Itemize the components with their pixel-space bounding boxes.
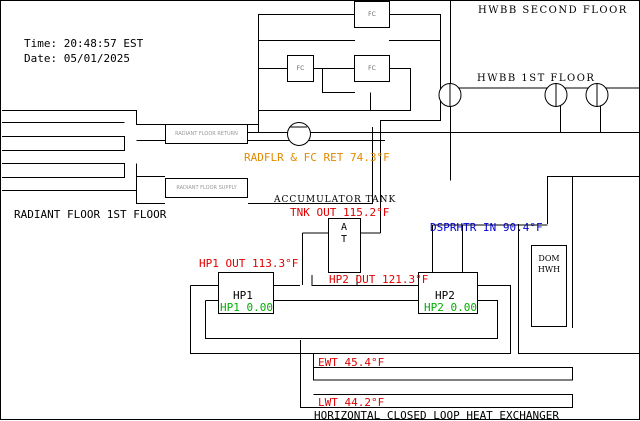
radflr-return-temp: RADFLR & FC RET 74.3°F — [244, 151, 390, 164]
desuperheater-in-temp: DSPRHTR IN 90.4°F — [430, 221, 543, 234]
hp1-status: HP1 0.00 — [220, 301, 273, 314]
domestic-hot-water-heater[interactable]: DOM HWH — [531, 245, 567, 327]
hp1-out-temp: HP1 OUT 113.3°F — [199, 257, 299, 270]
fan-coil-label: FC — [368, 11, 376, 18]
lwt-temp: LWT 44.2°F — [318, 396, 385, 409]
accumulator-tank[interactable]: A T — [328, 218, 361, 273]
dhw-line1: DOM — [538, 254, 560, 263]
fan-coil-unit-2[interactable]: FC — [287, 55, 314, 82]
ewt-temp: EWT 45.4°F — [318, 356, 385, 369]
fan-coil-label: FC — [296, 65, 305, 72]
ground-loop-label: HORIZONTAL CLOSED LOOP HEAT EXCHANGER — [314, 409, 560, 421]
dhw-line2: HWH — [537, 265, 561, 274]
pump-icon[interactable] — [286, 121, 312, 147]
fan-coil-label: FC — [368, 65, 376, 72]
tank-letter-t: T — [341, 234, 348, 245]
tank-out-temp: TNK OUT 115.2°F — [290, 206, 390, 219]
fan-coil-unit-3[interactable]: FC — [354, 55, 390, 82]
radiant-return-label: RADIANT FLOOR RETURN — [175, 131, 238, 137]
heat-pump-1[interactable]: HP1 — [218, 272, 274, 314]
radiant-supply-label: RADIANT FLOOR SUPPLY — [176, 185, 237, 191]
baseboard-heater-icon[interactable] — [437, 82, 463, 108]
hp1-name: HP1 — [233, 289, 253, 302]
fan-coil-unit-1[interactable]: FC — [354, 1, 390, 28]
date-readout: Date: 05/01/2025 — [24, 52, 130, 65]
hp2-status: HP2 0.00 — [424, 301, 477, 314]
heat-pump-2[interactable]: HP2 — [418, 272, 478, 314]
first-floor-label: HWBB 1ST FLOOR — [477, 73, 596, 84]
accumulator-tank-title: ACCUMULATOR TANK — [274, 195, 397, 205]
baseboard-heater-icon[interactable] — [584, 82, 610, 108]
tank-letter-a: A — [341, 222, 348, 233]
hp2-name: HP2 — [435, 289, 455, 302]
radiant-floor-supply-box[interactable]: RADIANT FLOOR SUPPLY — [165, 178, 248, 198]
time-readout: Time: 20:48:57 EST — [24, 37, 144, 50]
radiant-floor-return-box[interactable]: RADIANT FLOOR RETURN — [165, 124, 248, 144]
second-floor-label: HWBB SECOND FLOOR — [478, 5, 628, 16]
radiant-floor-label: RADIANT FLOOR 1ST FLOOR — [14, 208, 167, 221]
baseboard-heater-icon[interactable] — [543, 82, 569, 108]
hp2-out-temp: HP2 OUT 121.3°F — [329, 273, 429, 286]
